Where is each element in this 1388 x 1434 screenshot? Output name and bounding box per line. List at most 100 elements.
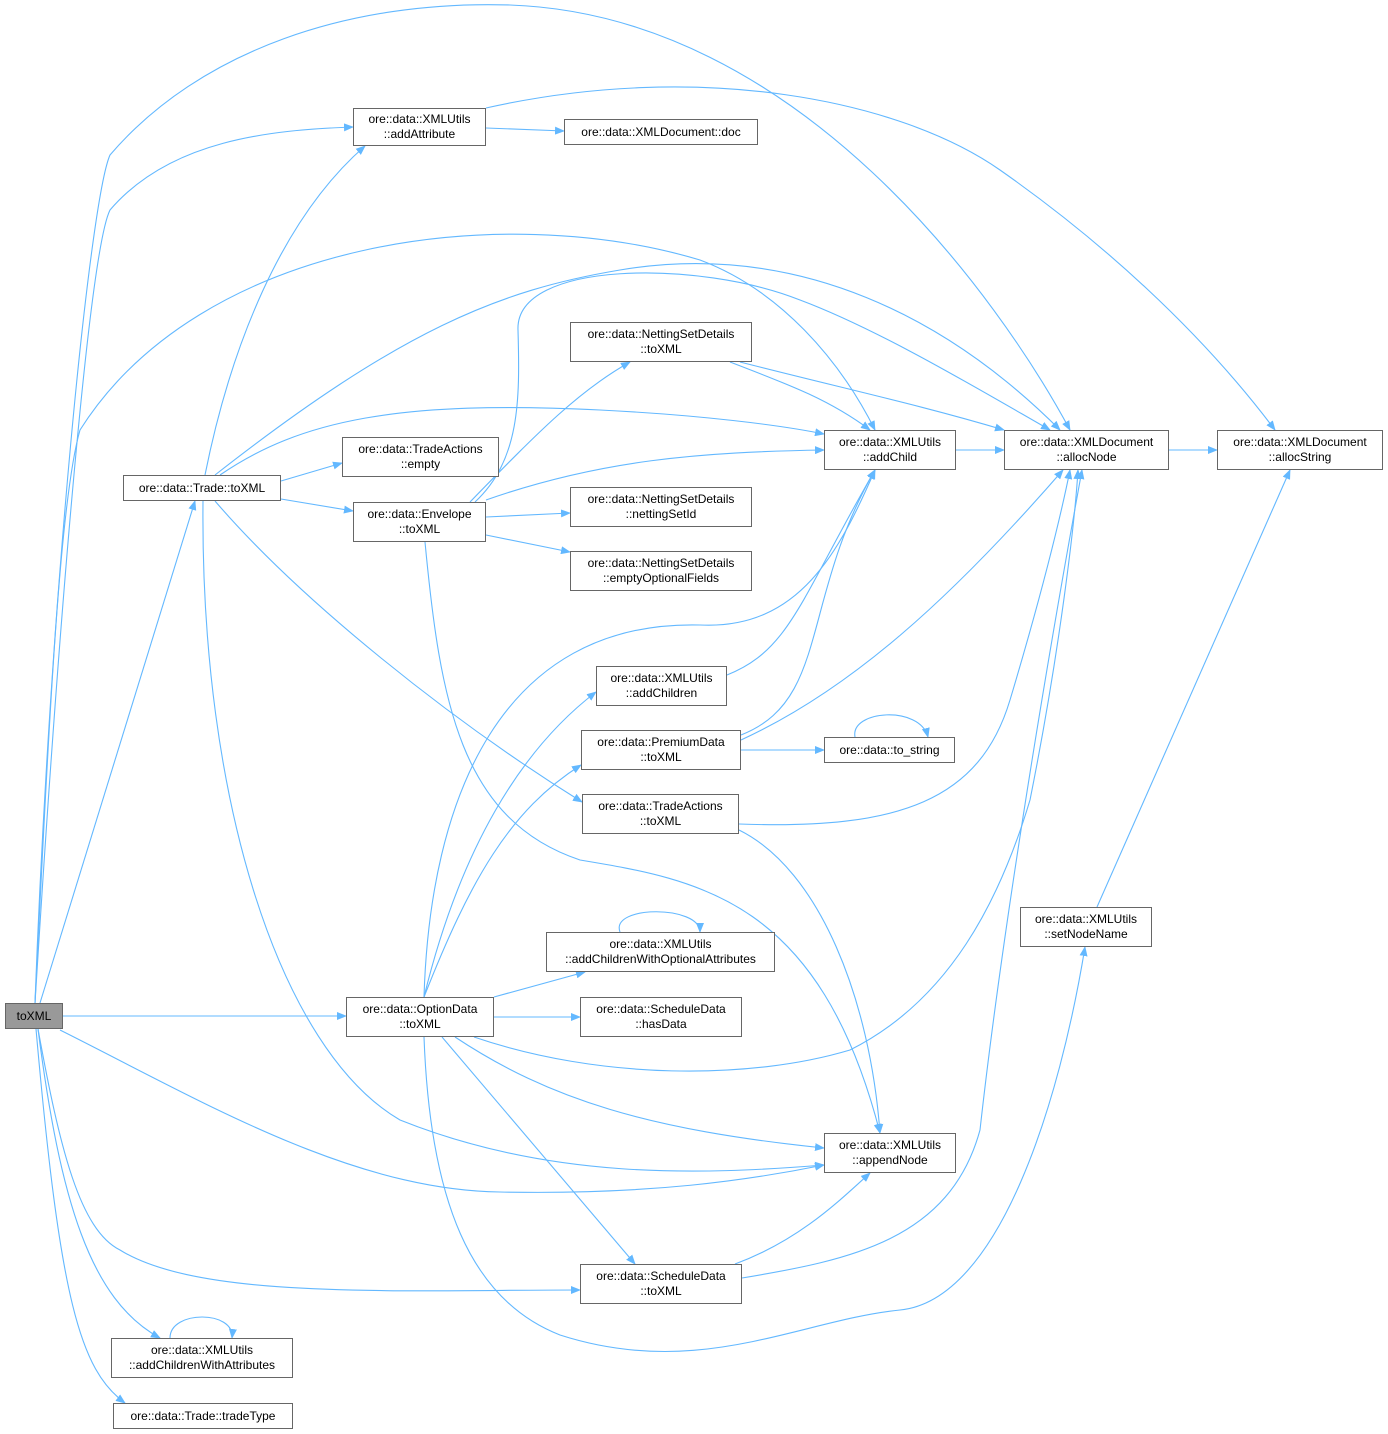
- edge-env-emptyOptional: [485, 534, 571, 555]
- edge-trade-appendNode: [202, 500, 825, 1172]
- edge-env-allocNode: [474, 272, 1051, 503]
- node-appendNode[interactable]: ore::data::XMLUtils::appendNode: [824, 1133, 956, 1173]
- edge-root-tradeToXML: [39, 500, 197, 1004]
- node-optiondata-toXML[interactable]: ore::data::OptionData::toXML: [346, 997, 494, 1037]
- node-label: ::toXML: [640, 342, 682, 356]
- node-label: ::toXML: [640, 1284, 682, 1298]
- edge-root-schedToXML: [37, 1028, 581, 1295]
- node-label: ore::data::PremiumData: [597, 735, 725, 749]
- node-hasData[interactable]: ore::data::ScheduleData::hasData: [580, 997, 742, 1037]
- node-label: ore::data::XMLUtils: [610, 671, 713, 685]
- node-label: ore::data::TradeActions: [358, 442, 483, 456]
- edge-option-addChild: [423, 469, 876, 998]
- node-addChild[interactable]: ore::data::XMLUtils::addChild: [824, 430, 956, 470]
- edge-trade-addChild: [219, 406, 825, 476]
- node-label: ore::data::XMLUtils: [150, 1343, 254, 1357]
- edge-trade-taEmpty: [280, 461, 343, 482]
- edge-root-addChild: [34, 233, 876, 1004]
- node-label: ::toXML: [398, 522, 441, 536]
- node-label: ore::data::Envelope: [367, 507, 472, 521]
- edge-addAttribute-doc: [485, 126, 565, 135]
- node-label: ::toXML: [639, 814, 682, 828]
- edge-toString-self: [854, 714, 930, 738]
- edge-env-addChild: [485, 446, 825, 501]
- edge-root-allocNode: [34, 4, 1071, 1004]
- node-label: ore::data::OptionData: [362, 1002, 478, 1016]
- node-tradeType[interactable]: ore::data::Trade::tradeType: [113, 1403, 293, 1429]
- node-addAttribute[interactable]: ore::data::XMLUtils::addAttribute: [353, 108, 486, 146]
- edge-root-tradeType: [35, 1028, 126, 1404]
- edge-option-schedToXML: [441, 1036, 636, 1265]
- node-envelope-toXML[interactable]: ore::data::Envelope::toXML: [353, 502, 486, 542]
- node-allocString[interactable]: ore::data::XMLDocument::allocString: [1217, 430, 1383, 470]
- edge-option-appendNode: [454, 1036, 825, 1152]
- edge-taToXML-allocNode: [738, 469, 1073, 826]
- edge-taToXML-appendNode: [738, 829, 884, 1134]
- node-nsd-toXML[interactable]: ore::data::NettingSetDetails::toXML: [570, 322, 752, 362]
- edge-option-allocNode: [473, 469, 1082, 1072]
- node-tradeactions-empty[interactable]: ore::data::TradeActions::empty: [342, 437, 499, 477]
- node-label: ore::data::XMLUtils: [609, 937, 712, 951]
- node-label: ore::data::XMLDocument: [1233, 435, 1367, 449]
- node-label: ore::data::to_string: [839, 742, 940, 757]
- edge-premium-addChild: [740, 469, 876, 736]
- node-addChildrenWithOptionalAttributes[interactable]: ore::data::XMLUtils::addChildrenWithOpti…: [546, 932, 775, 972]
- node-label: ::addChild: [862, 450, 918, 464]
- node-label: ore::data::Trade::toXML: [138, 480, 266, 495]
- node-label: ::allocNode: [1056, 450, 1117, 464]
- edge-root-appendNode: [59, 1029, 825, 1193]
- node-emptyOptionalFields[interactable]: ore::data::NettingSetDetails::emptyOptio…: [570, 551, 752, 591]
- edge-nsd-allocNode: [739, 361, 1005, 432]
- edge-premium-allocNode: [740, 469, 1064, 741]
- node-setNodeName[interactable]: ore::data::XMLUtils::setNodeName: [1020, 907, 1152, 947]
- node-label: ore::data::XMLUtils: [838, 1138, 942, 1152]
- node-label: ore::data::NettingSetDetails: [587, 556, 735, 570]
- node-label: ore::data::XMLDocument: [1019, 435, 1154, 449]
- edge-env-nsdToXML: [469, 361, 631, 503]
- node-label: ::addAttribute: [383, 127, 456, 141]
- edge-env-nettingSetId: [485, 509, 571, 518]
- edge-sched-allocNode: [741, 469, 1085, 1279]
- node-scheduledata-toXML[interactable]: ore::data::ScheduleData::toXML: [580, 1264, 742, 1304]
- node-label: ore::data::Trade::tradeType: [130, 1408, 276, 1423]
- node-label: ore::data::NettingSetDetails: [587, 327, 735, 341]
- node-allocNode[interactable]: ore::data::XMLDocument::allocNode: [1004, 430, 1169, 470]
- node-trade-toXML[interactable]: ore::data::Trade::toXML: [123, 475, 281, 501]
- node-label: ore::data::XMLUtils: [838, 435, 942, 449]
- node-addChildrenWithAttributes[interactable]: ore::data::XMLUtils::addChildrenWithAttr…: [111, 1338, 293, 1378]
- node-label: ::addChildrenWithOptionalAttributes: [565, 952, 756, 966]
- node-nettingSetId[interactable]: ore::data::NettingSetDetails::nettingSet…: [570, 487, 752, 527]
- node-label: ore::data::TradeActions: [598, 799, 723, 813]
- node-toXML[interactable]: toXML: [5, 1003, 63, 1029]
- edge-option-acwoa: [493, 970, 586, 998]
- node-addChildren[interactable]: ore::data::XMLUtils::addChildren: [596, 666, 727, 706]
- node-label: ::appendNode: [852, 1153, 928, 1167]
- node-label: ::addChildrenWithAttributes: [128, 1358, 276, 1372]
- node-label: ::hasData: [635, 1017, 687, 1031]
- edge-env-appendNode: [424, 541, 882, 1134]
- node-to-string[interactable]: ore::data::to_string: [824, 737, 955, 763]
- edge-addChildren-addChild: [726, 469, 876, 676]
- node-label: ::nettingSetId: [625, 507, 697, 521]
- edge-option-premium: [423, 764, 582, 998]
- edge-trade-envelope: [280, 498, 354, 514]
- node-premium-toXML[interactable]: ore::data::PremiumData::toXML: [581, 730, 741, 770]
- edge-addAttribute-allocString: [485, 86, 1276, 431]
- node-label: ::allocString: [1268, 450, 1332, 464]
- node-doc[interactable]: ore::data::XMLDocument::doc: [564, 119, 758, 145]
- node-label: ::addChildren: [625, 686, 698, 700]
- edge-trade-allocNode: [214, 263, 1061, 476]
- node-label: ore::data::XMLUtils: [368, 112, 471, 126]
- node-label: ::setNodeName: [1044, 927, 1128, 941]
- node-label: ore::data::ScheduleData: [596, 1269, 726, 1283]
- node-label: ::toXML: [399, 1017, 441, 1031]
- node-tradeactions-toXML[interactable]: ore::data::TradeActions::toXML: [582, 794, 739, 834]
- edge-root-addAttribute: [34, 123, 354, 1004]
- edge-root-acwa: [37, 1028, 161, 1339]
- edge-acwa-self: [169, 1316, 237, 1339]
- node-label: ::empty: [400, 457, 441, 471]
- edge-sched-appendNode: [734, 1172, 871, 1265]
- node-label: ore::data::ScheduleData: [596, 1002, 726, 1016]
